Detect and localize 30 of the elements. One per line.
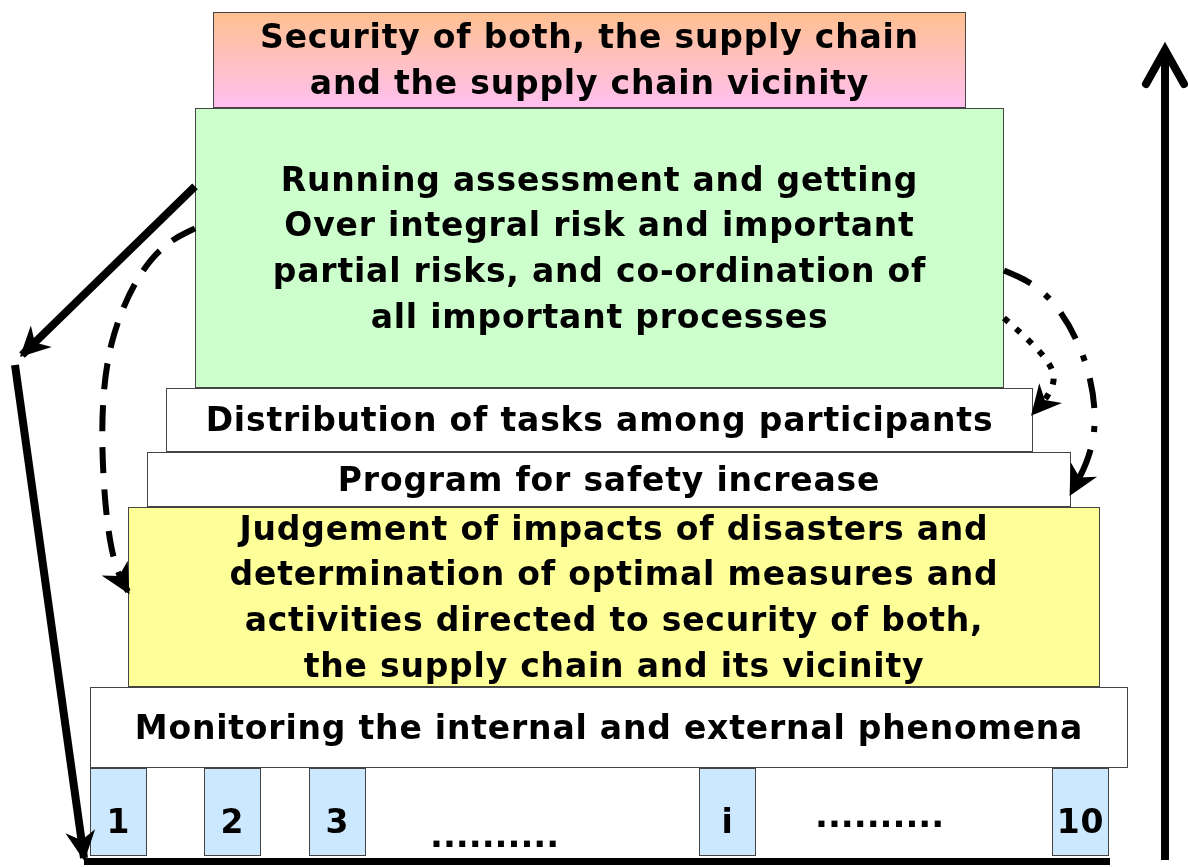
box-text: Security of both, the supply chain and the supply chain vicinity [259,16,920,104]
number-box [1052,768,1109,856]
box-text: Distribution of tasks among participants [205,399,994,442]
number-label: i [721,801,734,844]
box-text: Program for safety increase [337,458,881,501]
number-label: 3 [325,801,350,844]
process-box [90,687,1128,768]
ellipsis-text: .......... [430,815,560,855]
number-box [204,768,261,856]
number-box [90,768,147,856]
box-text: Monitoring the internal and external phenomena [134,706,1084,749]
process-box [128,507,1100,687]
dashed-arrow [99,225,197,595]
box-text: Running assessment and getting Over integral risk and important partial risks, and co-ordination of all important processes [271,158,928,338]
box-text: Judgement of impacts of disasters and determination of optimal measures and activities directed to security of both, the supply chain and its vicinity [228,507,1000,687]
number-box [309,768,366,856]
process-box [147,452,1071,507]
number-label: 2 [220,801,245,844]
arrow [11,364,96,861]
number-box [699,768,756,856]
number-label: 1 [106,801,131,844]
dashed-arrow [1002,315,1062,416]
arrow [19,183,198,358]
process-box [213,12,966,108]
base-bar [84,858,1110,865]
ellipsis-text: .......... [815,795,945,835]
process-box [195,108,1004,388]
number-label: 10 [1056,801,1105,844]
process-box [166,388,1033,452]
dashed-arrow [1002,267,1098,496]
